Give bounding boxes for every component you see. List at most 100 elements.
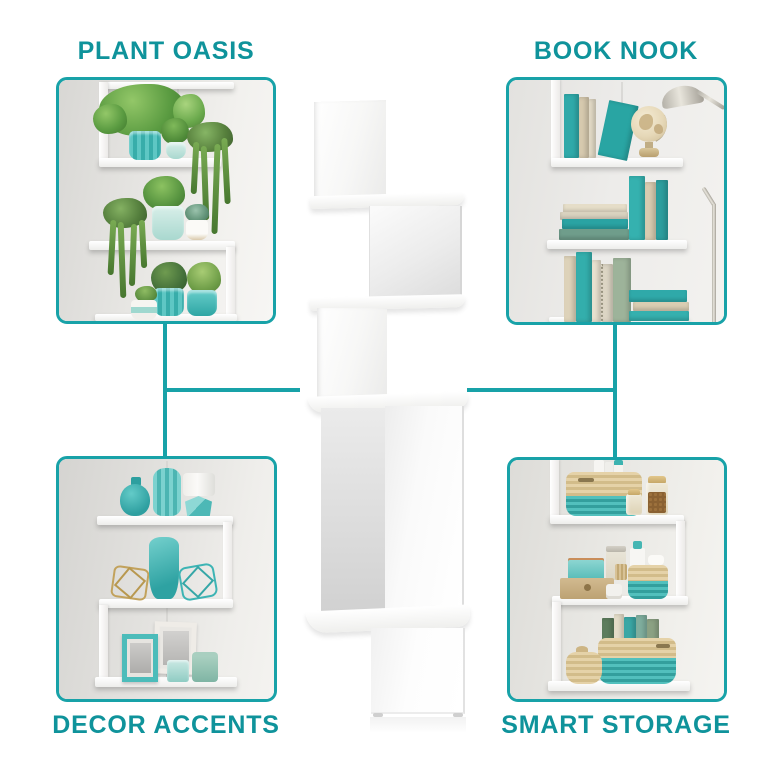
- soap-bar: [648, 555, 664, 565]
- book: [636, 615, 647, 646]
- spiral-notebook: [601, 264, 613, 322]
- book: [629, 311, 689, 321]
- ceramic-jar: [606, 584, 622, 599]
- book: [629, 290, 687, 302]
- shelf-side-board: [552, 602, 561, 682]
- shelf-side-board: [550, 460, 559, 518]
- shelf-side-board: [676, 521, 685, 599]
- callout-title-plant-oasis: PLANT OASIS: [77, 37, 255, 65]
- lidded-woven-basket: [566, 652, 602, 684]
- shelf-foot-left: [373, 713, 383, 717]
- teal-plant-pot: [154, 288, 184, 316]
- book: [613, 258, 631, 322]
- plant-vine: [117, 221, 127, 299]
- tall-teal-vase: [149, 537, 179, 599]
- book: [633, 302, 689, 311]
- box-clasp: [584, 584, 591, 591]
- shelf-tier: [89, 241, 235, 250]
- succulent: [135, 286, 157, 302]
- woven-basket-bottom: [598, 658, 676, 684]
- book: [614, 614, 624, 646]
- photo-decor-accents: [59, 459, 274, 699]
- corner-seam: [369, 206, 370, 299]
- shelf-side-board: [99, 605, 108, 677]
- shelf-tier: [551, 158, 683, 167]
- jar-metal-lid: [606, 546, 626, 552]
- shelf-side-board: [551, 80, 560, 162]
- woven-basket-top: [598, 638, 676, 658]
- jar-cork-lid: [628, 489, 640, 495]
- shelf-side-board: [226, 247, 235, 317]
- small-candle: [167, 660, 189, 682]
- jar-cork-lid: [648, 476, 666, 483]
- photo-book-nook: [509, 80, 724, 322]
- mint-plant-pot: [166, 142, 186, 159]
- basket-lid-knob: [576, 646, 588, 653]
- book: [559, 229, 629, 240]
- mint-plant-pot: [152, 206, 184, 240]
- callout-title-book-nook: BOOK NOOK: [533, 37, 699, 65]
- frame-photo: [163, 631, 189, 665]
- aloe-plant: [187, 262, 221, 294]
- callout-title-decor-accents: DECOR ACCENTS: [52, 711, 280, 739]
- white-plant-pot: [186, 220, 208, 240]
- basket-handle-slit: [578, 478, 594, 482]
- teal-box: [568, 558, 604, 580]
- glass-jar: [626, 494, 642, 515]
- book: [589, 99, 596, 158]
- book: [592, 260, 601, 322]
- fern-frond: [93, 104, 127, 134]
- ribbed-vase: [153, 468, 181, 516]
- teal-cap-bottle: [614, 460, 623, 476]
- plant-vine: [221, 137, 231, 205]
- book: [562, 219, 628, 229]
- jar-contents: [648, 492, 666, 513]
- shelf-tier: [548, 681, 690, 691]
- teal-plant-pot: [129, 131, 161, 160]
- floor-lamp-pole: [712, 204, 716, 322]
- connector-left-horizontal: [163, 388, 300, 392]
- connector-right-horizontal: [467, 388, 617, 392]
- shelf-foot-right: [453, 713, 463, 717]
- frame-photo: [130, 643, 151, 673]
- shelf-tier: [99, 158, 221, 167]
- shelf-tier: [552, 596, 688, 605]
- vase-neck: [131, 477, 141, 486]
- plant-vine: [138, 219, 148, 269]
- aloe-plant: [143, 176, 185, 210]
- shelf-tier: [95, 677, 237, 687]
- shelf-cubby-2-interior: [321, 408, 385, 612]
- shelf-cubby-2-board: [385, 406, 464, 612]
- shelf-cubby-1: [370, 206, 462, 299]
- shelf-tier: [95, 314, 237, 321]
- bottle: [605, 462, 613, 475]
- corner-shelf-product: [300, 95, 471, 733]
- stick-bundle: [615, 564, 627, 580]
- shelf-side-board: [223, 522, 232, 600]
- panel-smart-storage: [507, 457, 727, 702]
- book: [564, 256, 576, 322]
- plant-vine: [128, 223, 138, 287]
- large-candle: [192, 652, 218, 682]
- lamp-base: [185, 496, 212, 516]
- woven-basket-bottom: [566, 496, 642, 516]
- globe-continent: [654, 124, 663, 134]
- globe-base: [639, 148, 659, 157]
- bottle: [594, 460, 604, 475]
- teal-plant-pot: [187, 290, 217, 316]
- shelf-tier: [550, 515, 684, 524]
- grass-plant: [161, 118, 189, 144]
- lamp-shade: [183, 473, 215, 496]
- shelf-tier: [547, 240, 687, 249]
- shelf-tier: [99, 599, 233, 608]
- book: [579, 97, 589, 158]
- book: [656, 180, 668, 240]
- plant-vine: [190, 141, 200, 195]
- globe-stem: [645, 142, 653, 150]
- pump-top: [633, 541, 642, 549]
- floor-lamp-shade: [659, 82, 705, 110]
- photo-plant-oasis: [59, 80, 273, 321]
- striped-plant-pot: [131, 300, 157, 320]
- shelf-board-top: [314, 100, 386, 198]
